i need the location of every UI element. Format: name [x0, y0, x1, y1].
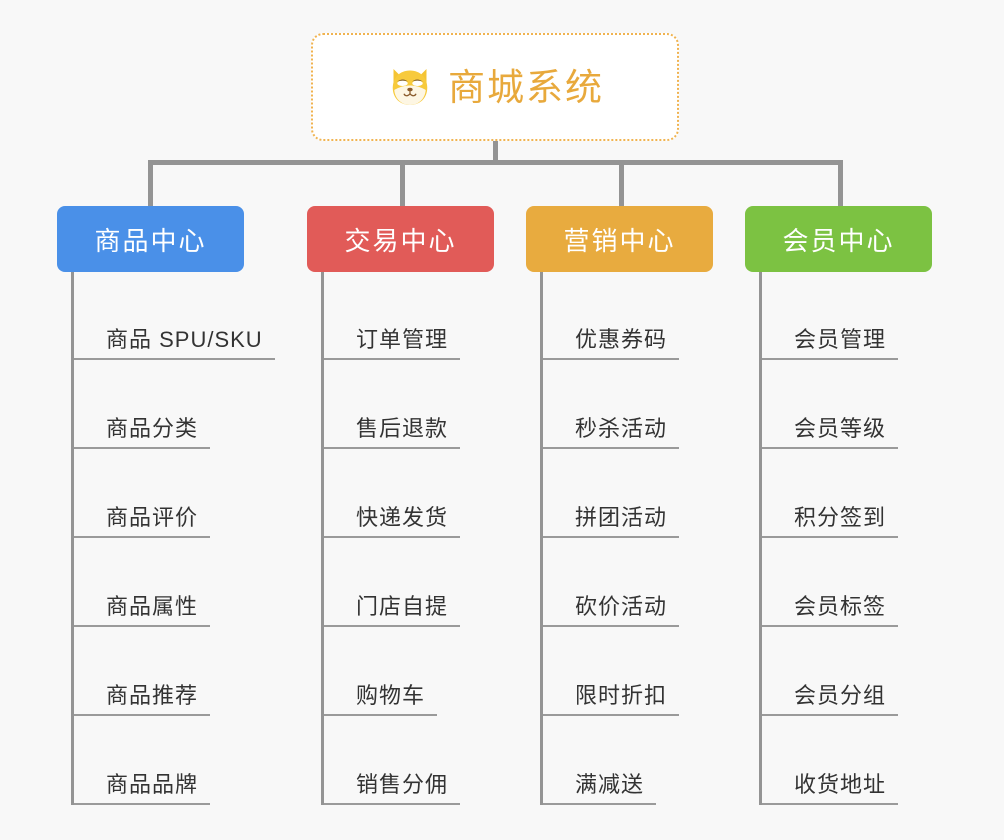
- leaf-item-label: 砍价活动: [575, 593, 668, 619]
- connector-drop-3: [619, 160, 624, 208]
- category-box-4[interactable]: 会员中心: [745, 206, 932, 272]
- leaf-item-label: 秒杀活动: [575, 415, 668, 441]
- leaf-item-label: 会员等级: [794, 415, 887, 441]
- leaf-item[interactable]: 门店自提: [324, 539, 461, 627]
- leaf-item[interactable]: 销售分佣: [324, 717, 461, 805]
- leaf-item-label: 满减送: [575, 771, 645, 797]
- shiba-dog-icon: [392, 69, 428, 105]
- leaf-item[interactable]: 订单管理: [324, 272, 461, 360]
- connector-drop-1: [148, 160, 153, 208]
- leaf-item-label: 会员标签: [794, 593, 887, 619]
- leaf-item[interactable]: 会员分组: [762, 628, 899, 716]
- leaf-item-label: 商品评价: [106, 504, 199, 530]
- leaf-item[interactable]: 满减送: [543, 717, 657, 805]
- leaf-item[interactable]: 商品分类: [74, 361, 211, 449]
- leaf-item-label: 商品 SPU/SKU: [106, 326, 263, 352]
- leaf-item[interactable]: 秒杀活动: [543, 361, 680, 449]
- root-node[interactable]: 商城系统: [311, 33, 679, 141]
- leaf-item-label: 会员管理: [794, 326, 887, 352]
- leaf-column-stem: [71, 272, 74, 805]
- leaf-column-stem: [759, 272, 762, 805]
- leaf-item[interactable]: 优惠券码: [543, 272, 680, 360]
- leaf-item-label: 商品推荐: [106, 682, 199, 708]
- leaf-item[interactable]: 积分签到: [762, 450, 899, 538]
- leaf-item-label: 限时折扣: [575, 682, 668, 708]
- connector-drop-4: [838, 160, 843, 208]
- leaf-item[interactable]: 商品推荐: [74, 628, 211, 716]
- leaf-item-label: 销售分佣: [356, 771, 449, 797]
- category-title: 营销中心: [563, 225, 676, 256]
- leaf-item-label: 售后退款: [356, 415, 449, 441]
- leaf-item[interactable]: 会员管理: [762, 272, 899, 360]
- connector-horizontal-bus: [148, 160, 841, 165]
- leaf-item[interactable]: 收货地址: [762, 717, 899, 805]
- leaf-item[interactable]: 购物车: [324, 628, 438, 716]
- category-box-1[interactable]: 商品中心: [57, 206, 244, 272]
- connector-root-stem: [493, 141, 498, 163]
- leaf-item[interactable]: 拼团活动: [543, 450, 680, 538]
- category-box-3[interactable]: 营销中心: [526, 206, 713, 272]
- category-title: 商品中心: [94, 225, 207, 256]
- leaf-column-stem: [321, 272, 324, 805]
- leaf-item-label: 会员分组: [794, 682, 887, 708]
- leaf-column-stem: [540, 272, 543, 805]
- category-title: 交易中心: [344, 225, 457, 256]
- leaf-item-label: 门店自提: [356, 593, 449, 619]
- leaf-item-label: 拼团活动: [575, 504, 668, 530]
- root-title: 商城系统: [448, 66, 604, 108]
- leaf-item[interactable]: 售后退款: [324, 361, 461, 449]
- leaf-item-label: 收货地址: [794, 771, 887, 797]
- leaf-item-label: 快递发货: [356, 504, 449, 530]
- leaf-item-label: 商品品牌: [106, 771, 199, 797]
- leaf-item-label: 商品分类: [106, 415, 199, 441]
- leaf-item[interactable]: 商品评价: [74, 450, 211, 538]
- leaf-item[interactable]: 快递发货: [324, 450, 461, 538]
- leaf-item-label: 订单管理: [356, 326, 449, 352]
- leaf-item-label: 购物车: [356, 682, 426, 708]
- leaf-item[interactable]: 砍价活动: [543, 539, 680, 627]
- category-title: 会员中心: [782, 225, 895, 256]
- leaf-item[interactable]: 限时折扣: [543, 628, 680, 716]
- leaf-item[interactable]: 商品品牌: [74, 717, 211, 805]
- leaf-item[interactable]: 会员标签: [762, 539, 899, 627]
- leaf-item-label: 商品属性: [106, 593, 199, 619]
- category-box-2[interactable]: 交易中心: [307, 206, 494, 272]
- leaf-item[interactable]: 会员等级: [762, 361, 899, 449]
- leaf-item[interactable]: 商品 SPU/SKU: [74, 272, 275, 360]
- connector-drop-2: [400, 160, 405, 208]
- leaf-item-label: 积分签到: [794, 504, 887, 530]
- leaf-item[interactable]: 商品属性: [74, 539, 211, 627]
- leaf-item-label: 优惠券码: [575, 326, 668, 352]
